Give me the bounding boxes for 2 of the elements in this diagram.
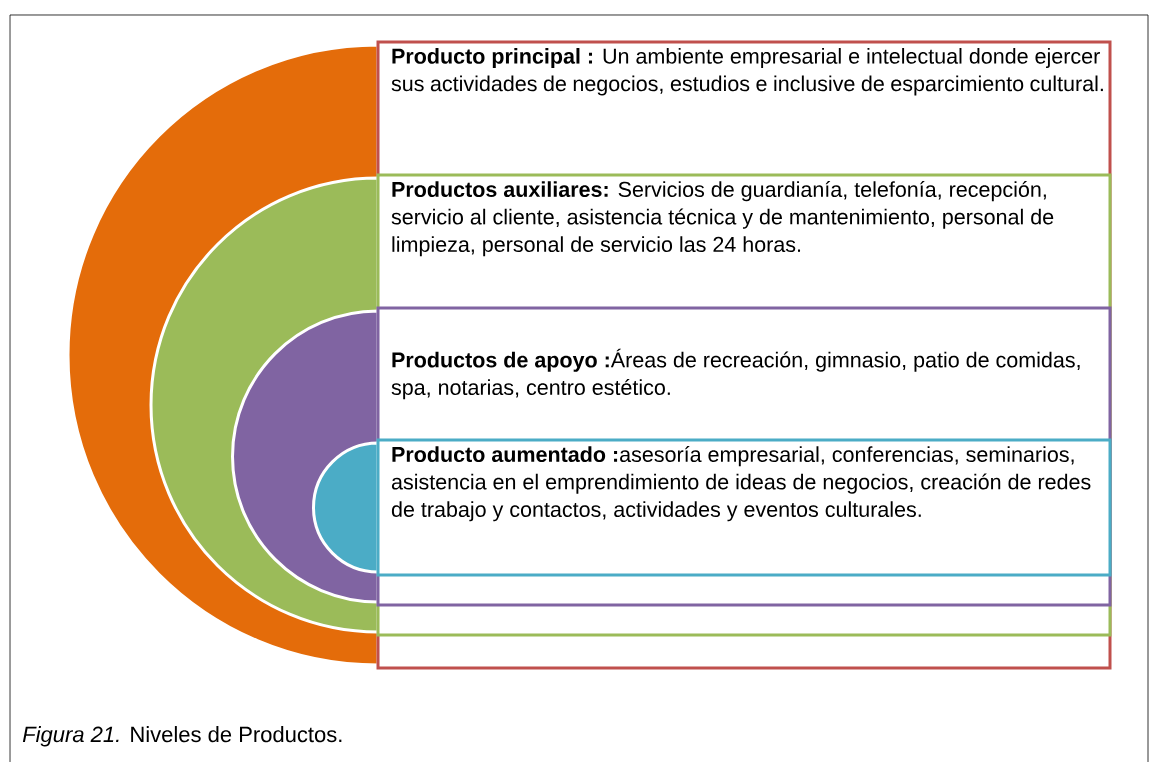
level-band: Producto aumentado :asesoría empresarial, conferencias, seminarios, asistencia en el emprendimiento de ideas de negocios, creación de redes de trabajo y contactos, actividades y eventos culturales. [312, 438, 1112, 577]
figure-caption: Figura 21. Niveles de Productos. [22, 726, 342, 747]
